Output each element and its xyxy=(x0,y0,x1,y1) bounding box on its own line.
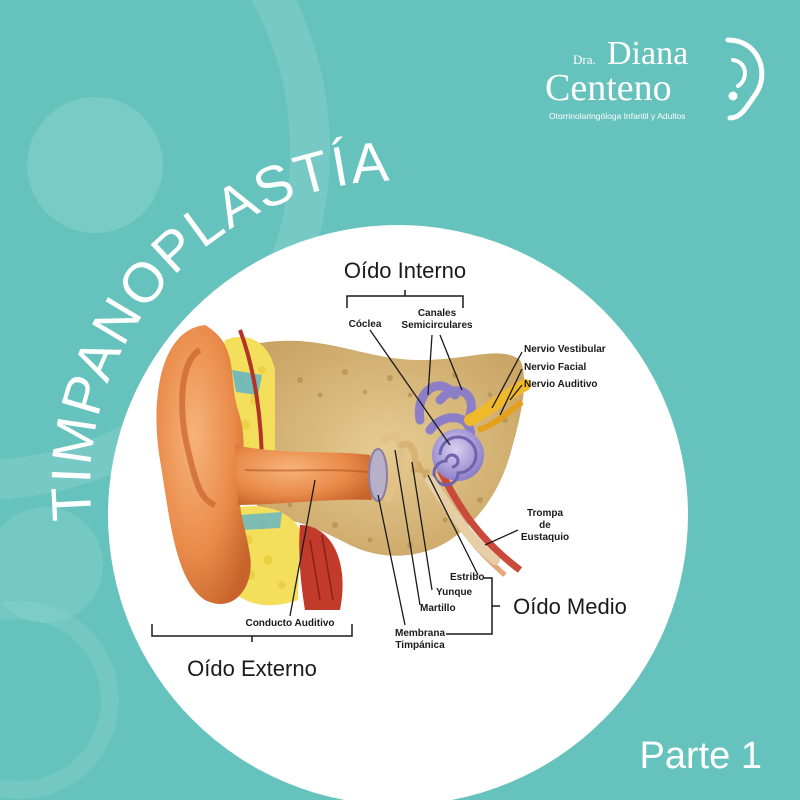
label-tube-1: Trompa xyxy=(527,508,564,519)
part-label: Parte 1 xyxy=(639,735,762,777)
brand-prefix: Dra. xyxy=(573,52,596,67)
label-membrane-2: Timpánica xyxy=(395,640,445,651)
label-middle-ear: Oído Medio xyxy=(513,594,627,619)
label-canals-1: Canales xyxy=(418,308,457,319)
label-cochlea: Cóclea xyxy=(349,319,382,330)
label-outer-ear: Oído Externo xyxy=(187,656,317,681)
label-stapes: Estribo xyxy=(450,572,484,583)
label-ear-canal: Conducto Auditivo xyxy=(245,618,334,629)
label-vestibular-nerve: Nervio Vestibular xyxy=(524,344,606,355)
brand-first-name: Diana xyxy=(607,35,689,72)
label-incus: Yunque xyxy=(436,587,473,598)
background-decoration xyxy=(0,0,330,799)
label-canals-2: Semicirculares xyxy=(401,320,473,331)
brand-last-name: Centeno xyxy=(545,67,672,109)
label-inner-ear: Oído Interno xyxy=(344,258,466,283)
ear-illustration xyxy=(156,325,531,610)
label-membrane-1: Membrana xyxy=(395,628,445,639)
label-facial-nerve: Nervio Facial xyxy=(524,362,586,373)
label-malleus: Martillo xyxy=(420,603,456,614)
ear-logo-icon xyxy=(725,37,765,121)
label-tube-3: Eustaquio xyxy=(521,532,569,543)
label-auditory-nerve: Nervio Auditivo xyxy=(524,379,598,390)
leader-lines xyxy=(289,329,523,626)
label-tube-2: de xyxy=(539,520,551,531)
brand-logo: Dra. Diana Centeno Otorrinolaringóloga I… xyxy=(545,36,775,126)
brand-specialty: Otorrinolaringóloga Infantil y Adultos xyxy=(549,111,686,121)
section-brackets xyxy=(151,290,500,642)
